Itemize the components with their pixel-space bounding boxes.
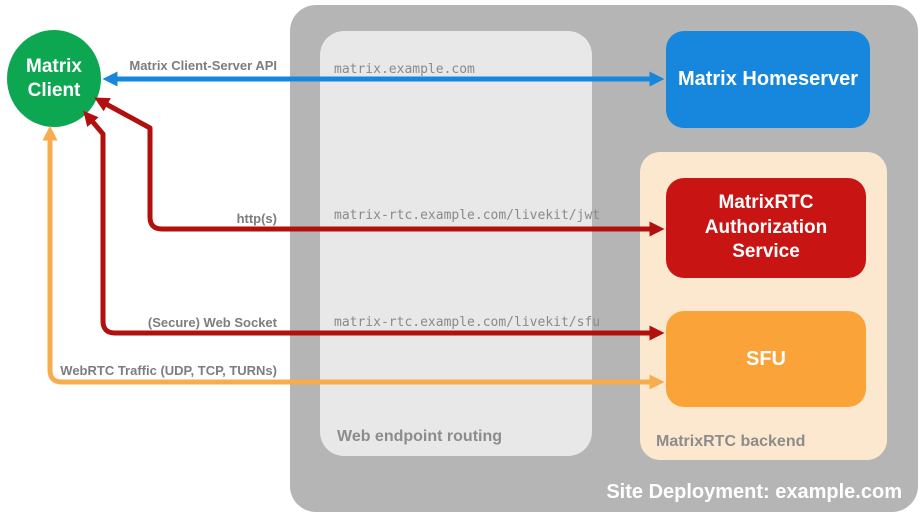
- matrix-homeserver-node: Matrix Homeserver: [666, 31, 870, 128]
- webrtc-traffic-arrow-label: WebRTC Traffic (UDP, TCP, TURNs): [60, 363, 277, 378]
- matrix-client-label: Matrix Client: [26, 55, 82, 101]
- web-endpoint-routing-title: Web endpoint routing: [337, 428, 503, 445]
- matrixrtc-authorization-service-node: MatrixRTC Authorization Service: [666, 178, 866, 278]
- site-deployment-title: Site Deployment: example.com: [606, 481, 902, 503]
- endpoint-livekit-jwt: matrix-rtc.example.com/livekit/jwt: [334, 208, 601, 223]
- matrixrtc-backend-title: MatrixRTC backend: [656, 433, 806, 450]
- web-endpoint-routing-box: Web endpoint routing: [320, 31, 592, 456]
- matrixrtc-authorization-service-label: MatrixRTC Authorization Service: [704, 191, 828, 263]
- sfu-label: SFU: [746, 347, 786, 370]
- matrix-client-node: Matrix Client: [7, 30, 101, 127]
- http-arrow-label: http(s): [236, 211, 277, 226]
- endpoint-matrix-domain: matrix.example.com: [334, 62, 475, 77]
- matrix-homeserver-label: Matrix Homeserver: [677, 68, 859, 90]
- sfu-node: SFU: [666, 311, 866, 407]
- client-server-api-arrow-label: Matrix Client-Server API: [129, 58, 277, 73]
- endpoint-livekit-sfu: matrix-rtc.example.com/livekit/sfu: [334, 315, 601, 330]
- websocket-arrow-label: (Secure) Web Socket: [147, 315, 277, 330]
